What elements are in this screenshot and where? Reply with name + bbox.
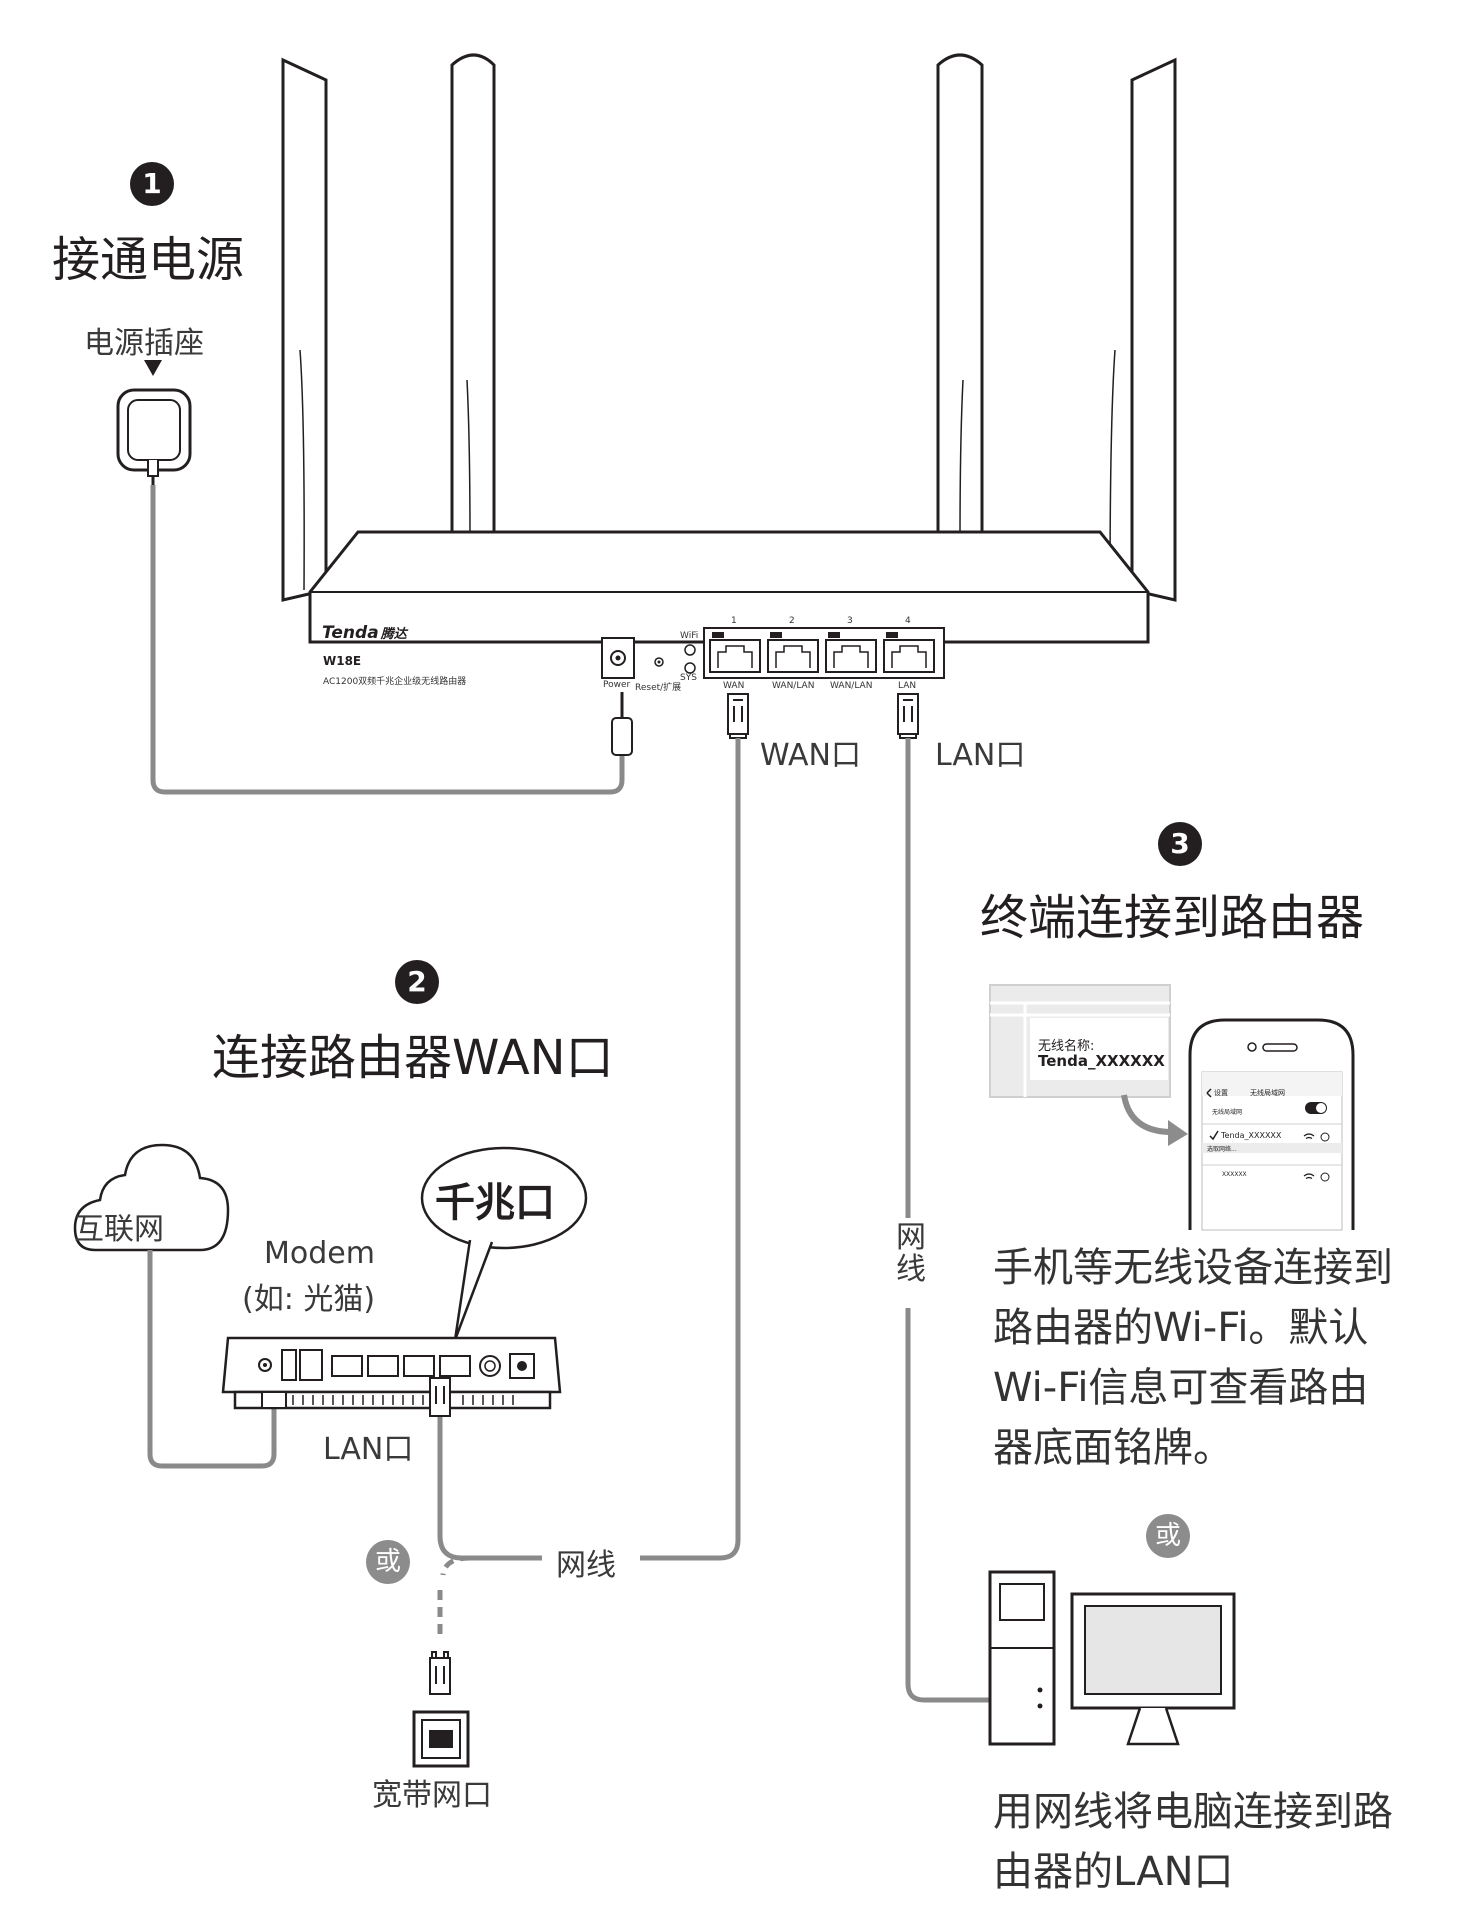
speech-bubble — [420, 1146, 588, 1341]
port-label-3: WAN/LAN — [830, 681, 873, 691]
step-3-title: 终端连接到路由器 — [980, 890, 1365, 946]
wifi-ssid: Tenda_XXXXXX — [1038, 1052, 1165, 1070]
broadband-socket-icon — [412, 1710, 470, 1768]
sys-led-label: SYS — [680, 673, 697, 683]
power-plug-icon — [611, 692, 633, 756]
modem-device — [221, 1336, 562, 1410]
phone-screen-title: 无线局域网 — [1250, 1089, 1285, 1097]
step-3-badge: 3 — [1158, 822, 1202, 866]
internet-label: 互联网 — [74, 1212, 164, 1247]
modem-sublabel: (如: 光猫) — [242, 1282, 376, 1317]
port-label-1: WAN — [723, 681, 745, 691]
port-number-3: 3 — [847, 616, 853, 626]
arrow-right-icon — [1168, 1120, 1188, 1146]
port-label-2: WAN/LAN — [772, 681, 815, 691]
step-2-title: 连接路由器WAN口 — [212, 1030, 614, 1086]
back-chevron-icon — [1206, 1088, 1212, 1098]
modem-lan-plug-icon — [429, 1377, 451, 1417]
power-adapter-icon — [116, 388, 192, 485]
router-body — [308, 530, 1150, 679]
modem-label: Modem — [264, 1236, 375, 1271]
wan-port-label: WAN口 — [760, 738, 861, 773]
desktop-computer — [988, 1570, 1236, 1746]
vertical-cable-label: 网线 — [896, 1220, 926, 1287]
wifi-signal-icon — [1303, 1133, 1315, 1180]
step-1-title: 接通电源 — [52, 232, 245, 288]
port-number-2: 2 — [789, 616, 795, 626]
sys-led-icon — [684, 662, 696, 674]
wan-cable — [640, 738, 741, 1561]
port-number-4: 4 — [905, 616, 911, 626]
info-icon — [1320, 1172, 1330, 1182]
outlet-label: 电源插座 — [84, 326, 204, 361]
or-badge-right: 或 — [1146, 1514, 1190, 1558]
wireless-instructions: 手机等无线设备连接到路由器的Wi-Fi。默认Wi-Fi信息可查看路由器底面铭牌。 — [993, 1245, 1393, 1471]
wired-instructions: 用网线将电脑连接到路由器的LAN口 — [993, 1789, 1393, 1895]
power-label: Power — [603, 680, 631, 690]
info-icon — [1320, 1132, 1330, 1142]
broadband-plug-icon — [429, 1651, 451, 1695]
reset-label: Reset/扩展 — [635, 683, 682, 693]
phone-back-label[interactable]: 设置 — [1214, 1089, 1228, 1097]
router-description: AC1200双频千兆企业级无线路由器 — [323, 677, 467, 687]
lan-port-label: LAN口 — [935, 738, 1026, 773]
router-antennas — [281, 53, 1177, 602]
step-2-badge: 2 — [395, 960, 439, 1004]
wifi-led-icon — [684, 644, 696, 656]
router-model: W18E — [323, 654, 362, 668]
arrow-down-icon — [144, 360, 162, 376]
wan-plug-icon — [727, 693, 749, 739]
phone-wlan-row: 无线局域网 — [1212, 1109, 1243, 1116]
power-cable — [150, 485, 625, 795]
modem-lan-label: LAN口 — [323, 1432, 414, 1467]
wifi-info-label — [989, 984, 1171, 1098]
cloud-icon — [73, 1143, 230, 1252]
phone-other-ssid[interactable]: XXXXXX — [1222, 1171, 1247, 1178]
wifi-led-label: WiFi — [680, 631, 699, 641]
phone-choose-network: 选取网络... — [1207, 1146, 1237, 1153]
port-label-4: LAN — [898, 681, 917, 691]
port-number-1: 1 — [731, 616, 737, 626]
or-badge-left: 或 — [366, 1540, 410, 1584]
modem-wan-cable — [147, 1250, 277, 1469]
phone-connected-ssid[interactable]: Tenda_XXXXXX — [1221, 1131, 1282, 1140]
wifi-name-label: 无线名称: — [1038, 1039, 1095, 1054]
cable-label: 网线 — [556, 1548, 616, 1583]
lan-plug-icon — [897, 693, 919, 739]
phone-device — [1188, 1018, 1355, 1231]
gigabit-port-label: 千兆口 — [435, 1180, 555, 1226]
broadband-port-label: 宽带网口 — [372, 1778, 492, 1813]
checkmark-icon — [1209, 1130, 1219, 1141]
step-1-badge: 1 — [130, 162, 174, 206]
reset-button — [654, 657, 664, 667]
